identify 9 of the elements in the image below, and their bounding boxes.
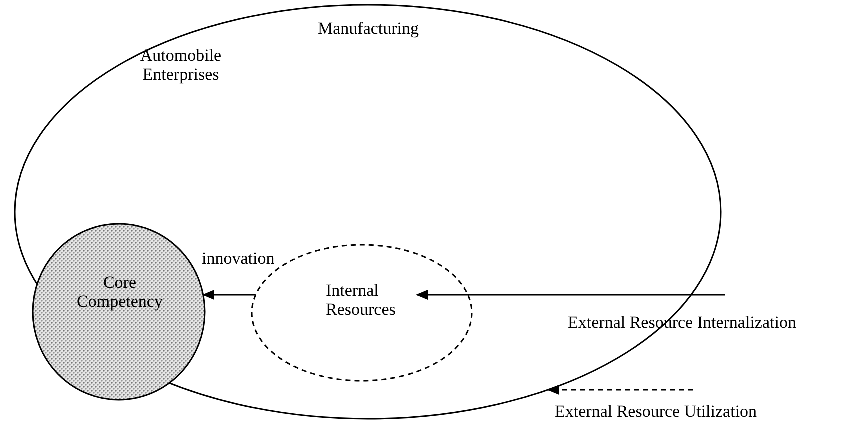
region-label: Manufacturing <box>318 19 420 38</box>
node-label: Core Competency <box>76 273 164 311</box>
arrow <box>416 290 725 300</box>
edge-label: innovation <box>202 249 275 268</box>
arrow <box>202 290 256 300</box>
node-label: Internal Resources <box>326 281 397 319</box>
arrow <box>547 385 693 395</box>
region-label: Automobile Enterprises <box>139 46 223 84</box>
edge-label: External Resource Utilization <box>555 402 758 421</box>
